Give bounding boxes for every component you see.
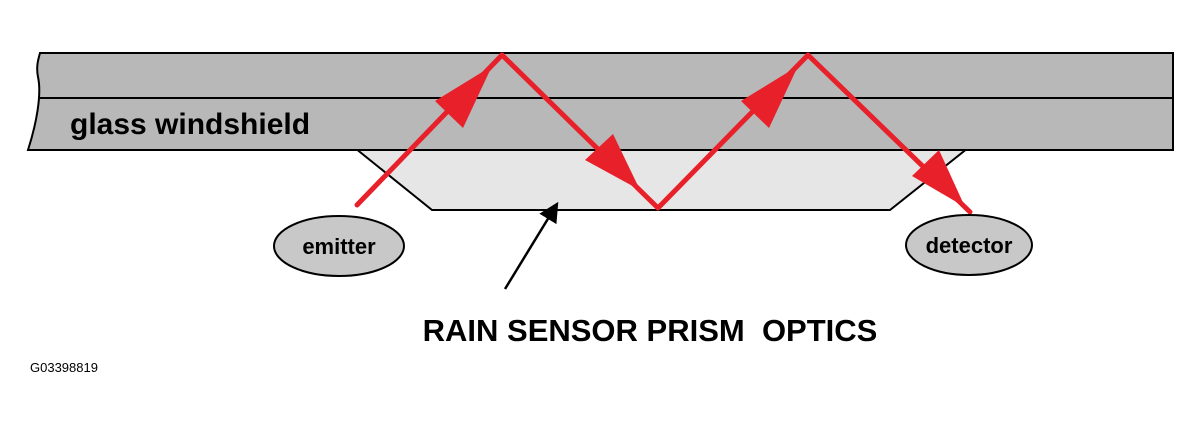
emitter-ellipse — [273, 215, 405, 277]
diagram-caption: RAIN SENSOR PRISM OPTICS — [423, 313, 878, 348]
detector-label: detector — [926, 233, 1013, 258]
beam-arrowhead-1 — [435, 66, 492, 128]
beam-arrowhead-2 — [585, 134, 640, 190]
beam-arrowhead-3 — [741, 66, 798, 128]
beam-arrowhead-4 — [912, 150, 965, 207]
figure-id: G03398819 — [30, 360, 98, 375]
emitter-label: emitter — [302, 234, 376, 259]
beam-arrowheads — [435, 66, 965, 207]
glass-windshield — [26, 52, 1174, 151]
detector-ellipse — [905, 214, 1033, 276]
prism — [352, 147, 971, 211]
prism-pointer-arrow — [503, 201, 559, 290]
windshield-label: glass windshield — [70, 108, 310, 141]
